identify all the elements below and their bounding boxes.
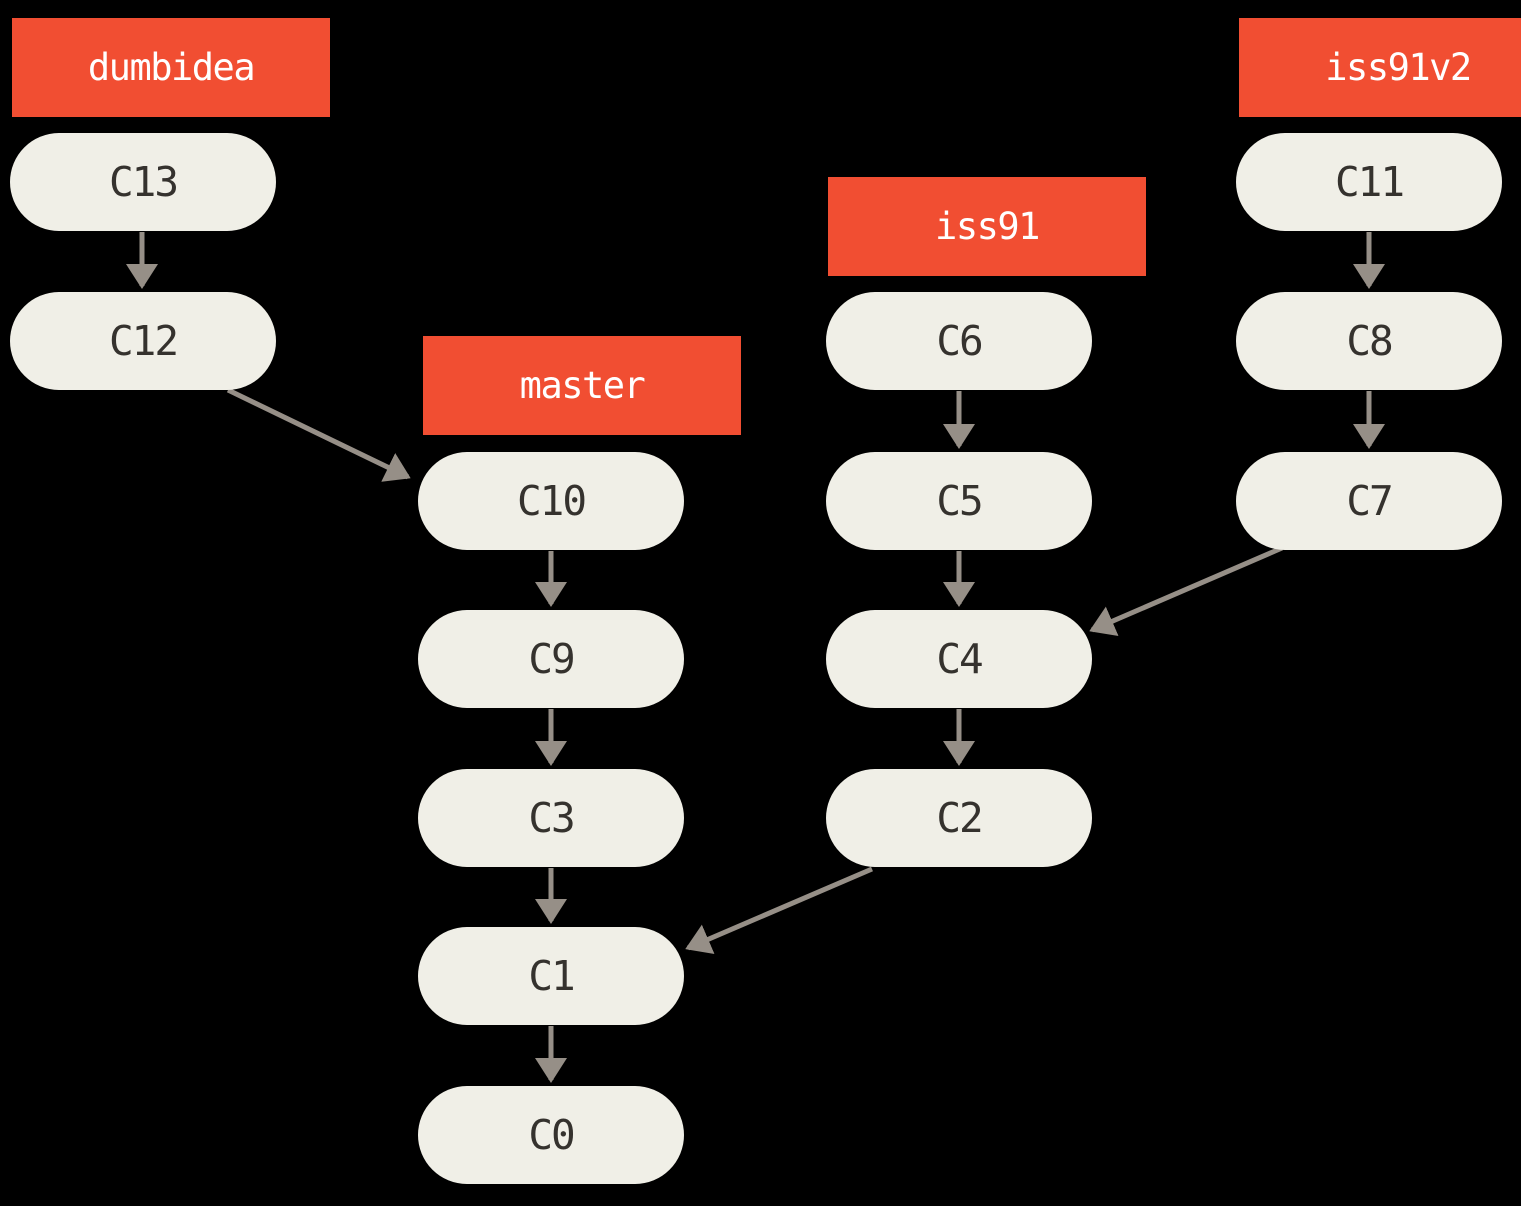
commit-node-C13: C13 — [10, 133, 276, 231]
branch-label-iss91v2: iss91v2 — [1239, 18, 1521, 117]
commit-node-C2: C2 — [826, 769, 1092, 867]
commit-id: C13 — [108, 158, 179, 206]
commit-node-C11: C11 — [1236, 133, 1502, 231]
commit-id: C0 — [528, 1111, 575, 1159]
branch-name: iss91 — [935, 205, 1040, 248]
commit-node-C8: C8 — [1236, 292, 1502, 390]
commit-id: C7 — [1346, 477, 1393, 525]
branch-label-dumbidea: dumbidea — [12, 18, 330, 117]
commit-node-C3: C3 — [418, 769, 684, 867]
commit-id: C11 — [1334, 158, 1405, 206]
commit-node-C5: C5 — [826, 452, 1092, 550]
commit-node-C1: C1 — [418, 927, 684, 1025]
edge-C2-C1 — [685, 866, 873, 955]
branch-label-iss91: iss91 — [828, 177, 1146, 276]
commit-id: C4 — [936, 635, 983, 683]
commit-node-C7: C7 — [1236, 452, 1502, 550]
commit-node-C4: C4 — [826, 610, 1092, 708]
commit-id: C10 — [516, 477, 587, 525]
branch-name: dumbidea — [87, 46, 256, 89]
commit-id: C9 — [528, 635, 575, 683]
commit-id: C5 — [936, 477, 983, 525]
commit-id: C8 — [1346, 317, 1393, 365]
commit-id: C2 — [936, 794, 983, 842]
commit-id: C1 — [528, 952, 575, 1000]
edge-C12-C10 — [226, 387, 411, 482]
commit-id: C12 — [108, 317, 179, 365]
commit-node-C12: C12 — [10, 292, 276, 390]
branch-name: master — [519, 364, 646, 407]
commit-id: C6 — [936, 317, 983, 365]
commit-node-C6: C6 — [826, 292, 1092, 390]
edge-C7-C4 — [1089, 545, 1283, 636]
commit-node-C9: C9 — [418, 610, 684, 708]
commit-id: C3 — [528, 794, 575, 842]
branch-name: iss91v2 — [1325, 46, 1472, 89]
commit-node-C0: C0 — [418, 1086, 684, 1184]
branch-label-master: master — [423, 336, 741, 435]
commit-node-C10: C10 — [418, 452, 684, 550]
